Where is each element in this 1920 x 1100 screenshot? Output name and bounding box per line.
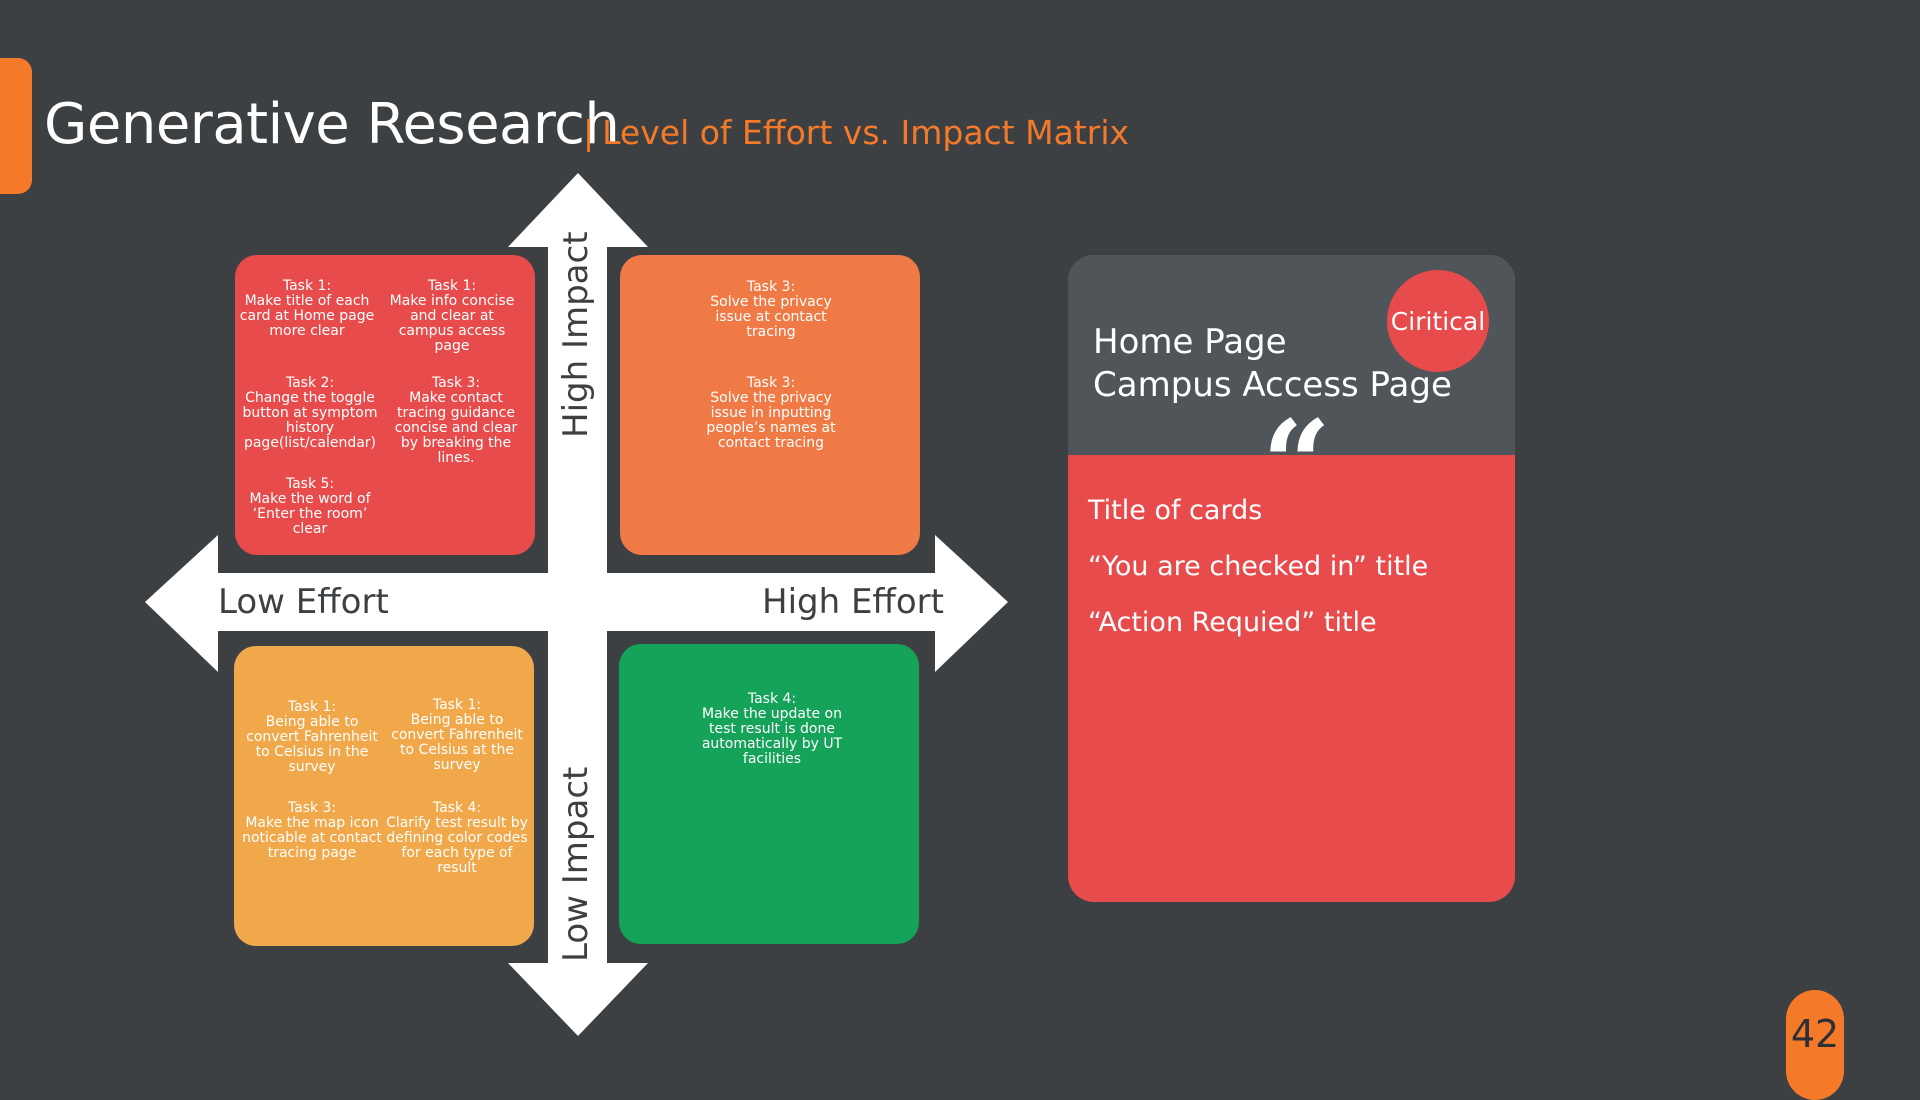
task-item: Task 2:Change the toggle button at sympt…: [242, 375, 378, 451]
quadrant-high-impact-low-effort: Task 1:Make title of each card at Home p…: [235, 255, 535, 555]
axis-label-low-effort: Low Effort: [218, 582, 389, 622]
card-item: “Action Requied” title: [1088, 607, 1377, 638]
card-page-campus-access: Campus Access Page: [1093, 365, 1452, 405]
page-number: 42: [1790, 1012, 1840, 1056]
task-item: Task 4:Clarify test result by defining c…: [386, 800, 528, 876]
page-subtitle: |Level of Effort vs. Impact Matrix: [583, 113, 1129, 152]
subtitle-text: Level of Effort vs. Impact Matrix: [602, 113, 1130, 152]
quote-icon: “: [1262, 394, 1332, 535]
subtitle-separator: |: [583, 113, 595, 152]
card-item: Title of cards: [1088, 495, 1263, 526]
task-item: Task 3:Make contact tracing guidance con…: [394, 375, 518, 466]
task-item: Task 3:Solve the privacy issue at contac…: [710, 279, 832, 340]
page-title: Generative Research: [44, 92, 620, 157]
task-item: Task 1:Make info concise and clear at ca…: [389, 278, 515, 354]
card-page-home: Home Page: [1093, 322, 1287, 362]
task-item: Task 1:Make title of each card at Home p…: [239, 278, 375, 339]
quadrant-low-impact-low-effort: Task 1:Being able to convert Fahrenheit …: [234, 646, 534, 946]
quadrant-low-impact-high-effort: Task 4:Make the update on test result is…: [619, 644, 919, 944]
task-item: Task 4:Make the update on test result is…: [701, 691, 843, 767]
horizontal-axis-arrow: [145, 535, 1008, 672]
axis-label-high-effort: High Effort: [762, 582, 944, 622]
task-item: Task 3:Solve the privacy issue in inputt…: [706, 375, 836, 451]
axis-label-low-impact: Low Impact: [556, 766, 596, 962]
quadrant-high-impact-high-effort: Task 3:Solve the privacy issue at contac…: [620, 255, 920, 555]
task-item: Task 1:Being able to convert Fahrenheit …: [391, 697, 523, 773]
card-item: “You are checked in” title: [1088, 551, 1429, 582]
task-item: Task 1:Being able to convert Fahrenheit …: [246, 699, 378, 775]
critical-badge: Ciritical: [1387, 270, 1489, 372]
task-item: Task 3:Make the map icon noticable at co…: [242, 800, 382, 861]
accent-bar: [0, 58, 32, 194]
axis-label-high-impact: High Impact: [556, 231, 596, 438]
card-pages: Home Page Campus Access Page: [1093, 321, 1452, 407]
task-item: Task 5:Make the word of ‘Enter the room’…: [249, 476, 371, 537]
